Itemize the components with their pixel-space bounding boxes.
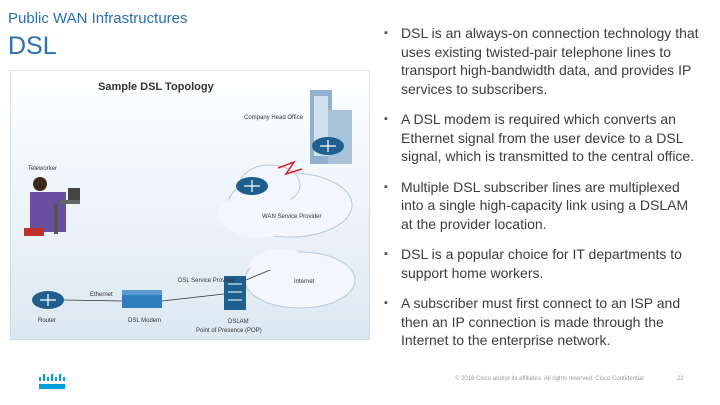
router-icon [236, 177, 268, 195]
dsl-topology-diagram: Sample DSL Topology Company Head Office … [10, 70, 370, 340]
bullet-item: ▪ DSL is an always-on connection technolo… [384, 24, 702, 98]
bullet-marker: ▪ [384, 113, 388, 125]
label-wan-service-provider: WAN Service Provider [262, 214, 321, 220]
router-icon [32, 291, 64, 309]
label-dslam: DSLAM [228, 319, 249, 325]
label-teleworker: Teleworker [28, 166, 57, 172]
slide-title: DSL [8, 32, 57, 60]
bullet-item: ▪ A DSL modem is required which converts … [384, 110, 702, 166]
bullet-item: ▪ A subscriber must first connect to an I… [384, 294, 702, 350]
bullet-marker: ▪ [384, 180, 388, 193]
bullet-item: ▪ Multiple DSL subscriber lines are multi… [384, 178, 702, 234]
serial-link [277, 160, 303, 176]
label-dsl-service-provider: DSL Service Provider [178, 278, 235, 284]
internet-cloud-icon [244, 249, 356, 309]
teleworker-icon [24, 177, 80, 236]
diagram-title: Sample DSL Topology [98, 81, 215, 93]
bullet-text: A DSL modem is required which converts a… [401, 111, 695, 164]
bullet-text: DSL is a popular choice for IT departmen… [401, 246, 682, 281]
label-internet: Internet [294, 279, 315, 285]
bullet-marker: ▪ [384, 27, 388, 39]
bullet-marker: ▪ [384, 248, 388, 260]
bullet-marker: ▪ [384, 297, 388, 309]
footer-copyright: © 2016 Cisco and/or its affiliates. All … [455, 376, 644, 382]
label-point-of-presence: Point of Presence (POP) [196, 328, 262, 334]
page-number: 22 [677, 376, 684, 382]
network-links [63, 269, 271, 302]
bullet-list: ▪ DSL is an always-on connection technolo… [384, 24, 702, 362]
bullet-item: ▪ DSL is a popular choice for IT departme… [384, 245, 702, 282]
bullet-text: Multiple DSL subscriber lines are multip… [401, 178, 689, 232]
bullet-text: A subscriber must first connect to an IS… [401, 295, 681, 348]
dslam-icon [224, 276, 246, 310]
bullet-text: DSL is an always-on connection technolog… [401, 25, 699, 97]
section-label: Public WAN Infrastructures [8, 10, 188, 27]
label-ethernet: Ethernet [90, 292, 113, 298]
cisco-logo-icon [39, 374, 65, 389]
label-company-head-office: Company Head Office [244, 115, 304, 121]
label-router: Router [38, 318, 56, 324]
label-dsl-modem: DSL Modem [128, 318, 161, 324]
router-icon [312, 137, 344, 155]
modem-icon [122, 290, 162, 308]
